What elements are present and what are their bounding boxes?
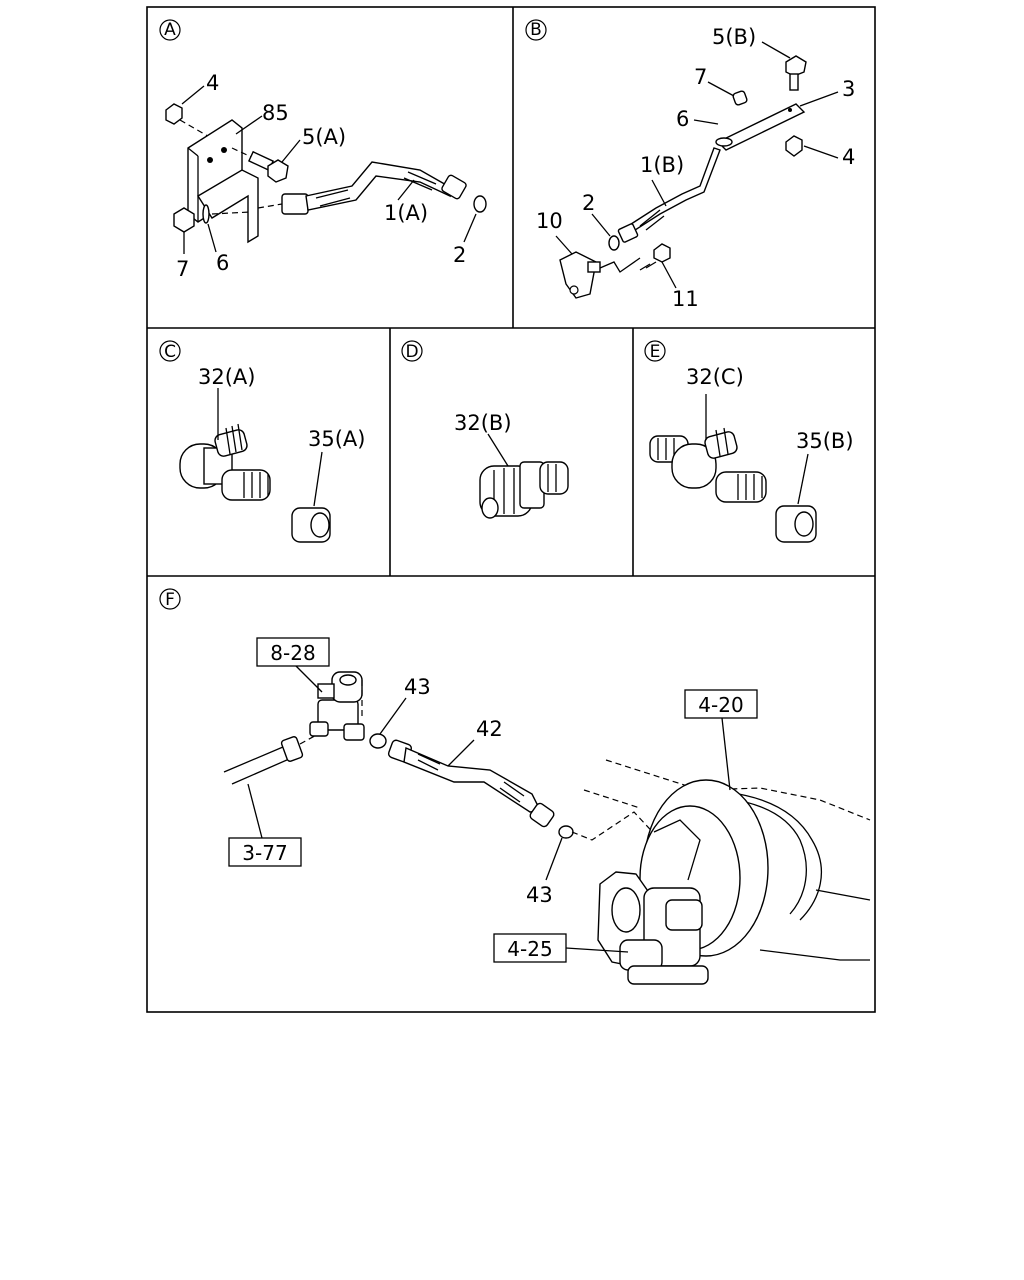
callout-label: 1(B) (640, 153, 684, 177)
panel-marker-a: A (159, 19, 181, 41)
panel-marker-f: F (159, 588, 181, 610)
panel-a-drawing (165, 103, 487, 244)
callout-label: 85 (262, 101, 289, 125)
panel-f-labels: 43 42 43 (379, 675, 563, 907)
callout-label: 43 (526, 883, 553, 907)
panel-b-labels: 5(B) 7 3 6 4 1(B) 2 10 11 (536, 25, 855, 311)
callout-label: 10 (536, 209, 563, 233)
ref-box-8-28[interactable]: 8-28 (256, 637, 330, 693)
callout-label: 5(B) (712, 25, 756, 49)
callout-label: 32(B) (454, 411, 512, 435)
svg-text:E: E (650, 342, 661, 362)
panel-marker-c: C (159, 340, 181, 362)
callout-label: 11 (672, 287, 699, 311)
callout-label: 5(A) (302, 125, 346, 149)
ref-box-4-20[interactable]: 4-20 (684, 689, 758, 791)
diagram-frame (146, 6, 876, 1013)
callout-label: 2 (582, 191, 595, 215)
callout-label: 4 (206, 71, 219, 95)
panel-e-labels: 32(C) 35(B) (686, 365, 854, 505)
svg-text:B: B (530, 20, 542, 40)
panel-b-drawing (559, 55, 807, 299)
callout-label: 7 (694, 65, 707, 89)
callout-label: 4 (842, 145, 855, 169)
panel-e-drawing (649, 427, 817, 543)
callout-label: 35(B) (796, 429, 854, 453)
svg-text:4-20: 4-20 (698, 693, 743, 717)
panel-marker-b: B (525, 19, 547, 41)
callout-label: 7 (176, 257, 189, 281)
panel-marker-d: D (401, 340, 423, 362)
ref-box-3-77[interactable]: 3-77 (228, 783, 302, 867)
callout-label: 32(A) (198, 365, 255, 389)
panel-c-labels: 32(A) 35(A) (198, 365, 365, 507)
svg-text:A: A (164, 20, 176, 40)
svg-text:D: D (405, 342, 418, 362)
svg-text:4-25: 4-25 (507, 937, 552, 961)
panel-d-labels: 32(B) (454, 411, 512, 467)
svg-text:C: C (164, 342, 176, 362)
ref-box-4-25[interactable]: 4-25 (493, 933, 629, 963)
svg-text:3-77: 3-77 (242, 841, 287, 865)
svg-text:F: F (165, 590, 175, 610)
callout-label: 35(A) (308, 427, 365, 451)
svg-text:8-28: 8-28 (270, 641, 315, 665)
callout-label: 32(C) (686, 365, 744, 389)
callout-label: 6 (216, 251, 229, 275)
panel-f-drawing (223, 671, 871, 985)
callout-label: 3 (842, 77, 855, 101)
callout-label: 43 (404, 675, 431, 699)
callout-label: 6 (676, 107, 689, 131)
callout-label: 2 (453, 243, 466, 267)
panel-c-drawing (179, 423, 331, 543)
panel-a-labels: 4 85 5(A) 1(A) 2 7 6 (176, 71, 477, 281)
callout-label: 1(A) (384, 201, 428, 225)
panel-d-drawing (479, 461, 569, 519)
panel-marker-e: E (644, 340, 666, 362)
callout-label: 42 (476, 717, 503, 741)
